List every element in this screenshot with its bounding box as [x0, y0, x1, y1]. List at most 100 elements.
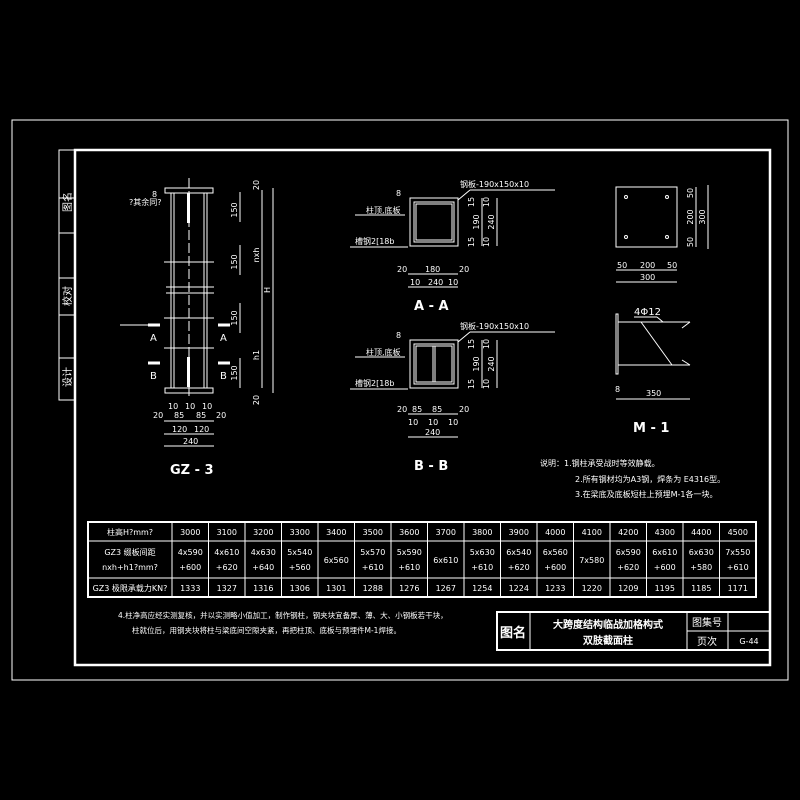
gz3-dim-b120r: 120 — [194, 425, 209, 434]
m1-dim-h300: 300 — [640, 273, 655, 282]
section-bb: 钢板-190x150x10 柱顶,底板 槽钢2[18b 8 15 15 190 … — [350, 321, 555, 474]
gz3-dim-b10c: 10 — [202, 402, 212, 411]
notes: 说明：1.钢柱承受战时等效静载。 2.所有钢材均为A3钢，焊条为 E4316型。… — [118, 458, 725, 635]
gz3-h1: h1 — [252, 350, 261, 360]
aa-bdim-20r: 20 — [459, 265, 469, 274]
cell-capacity: 1333 — [180, 584, 200, 593]
bb-thk: 8 — [396, 331, 401, 340]
bb-bdim-240: 240 — [425, 428, 440, 437]
cell-spacing: 4x630 — [251, 548, 276, 557]
cell-capacity: 1220 — [582, 584, 602, 593]
aa-bdim-10l: 10 — [410, 278, 420, 287]
bb-bdim-20l: 20 — [397, 405, 407, 414]
cell-height: 3000 — [180, 528, 200, 537]
bb-bdim-85r: 85 — [432, 405, 442, 414]
bb-title: B - B — [414, 459, 448, 474]
cell-capacity: 1316 — [253, 584, 273, 593]
bb-bdim-85l: 85 — [412, 405, 422, 414]
bb-dim-10b: 10 — [482, 379, 491, 389]
aa-bdim-20l: 20 — [397, 265, 407, 274]
cell-capacity: 1185 — [691, 584, 711, 593]
cell-spacing-extra: +620 — [216, 563, 238, 572]
m1-dim-v200: 200 — [686, 209, 695, 224]
m1-embed: 50 200 50 300 50 200 50 300 4Φ12 8 350 M… — [615, 185, 709, 436]
aa-thk: 8 — [396, 189, 401, 198]
cell-spacing: 6x540 — [506, 548, 531, 557]
cell-spacing: 4x590 — [178, 548, 203, 557]
cell-capacity: 1254 — [472, 584, 492, 593]
cell-capacity: 1267 — [436, 584, 456, 593]
aa-plate-label: 钢板-190x150x10 — [460, 179, 529, 189]
section-aa: 钢板-190x150x10 柱顶,底板 槽钢2[18b 8 15 15 190 … — [350, 179, 555, 314]
cell-spacing: 6x610 — [433, 556, 458, 565]
gz3-elevation: A A B B ?其余同? 8 150 150 150 150 20 nxh H… — [120, 178, 274, 478]
row-header-capacity: GZ3 极限承载力KN? — [93, 583, 168, 593]
title-block: 图名 大跨度结构临战加格构式 双肢截面柱 图集号 页次 G-44 — [496, 611, 771, 651]
cell-spacing-extra: +620 — [617, 563, 639, 572]
gz3-dim-b10a: 10 — [168, 402, 178, 411]
cell-spacing: 6x560 — [324, 556, 349, 565]
aa-title: A - A — [414, 299, 449, 314]
cell-height: 3500 — [363, 528, 383, 537]
aa-dim-15a: 15 — [467, 197, 476, 207]
gz3-dim-b20l: 20 — [153, 411, 163, 420]
row-header-formula: nxh+h1?mm? — [102, 563, 158, 572]
side-strip: 图名 校对 设计 — [58, 149, 76, 401]
side-drawing-name: 图名 — [61, 192, 74, 212]
section-mark-a-left: A — [150, 333, 157, 344]
aa-dim-10a: 10 — [482, 197, 491, 207]
title-line-2: 双肢截面柱 — [583, 634, 633, 647]
aa-dim-240: 240 — [487, 214, 496, 229]
gz3-top-gap: 20 — [252, 180, 261, 190]
gz3-dim-3: 150 — [230, 310, 239, 325]
cell-spacing-extra: +620 — [508, 563, 530, 572]
cell-spacing: 6x610 — [652, 548, 677, 557]
cell-height: 3700 — [436, 528, 456, 537]
m1-dim-v300: 300 — [698, 209, 707, 224]
cell-height: 3900 — [509, 528, 529, 537]
cell-capacity: 1306 — [290, 584, 310, 593]
bb-channel-label: 槽钢2[18b — [355, 378, 394, 388]
cell-height: 4400 — [691, 528, 711, 537]
cell-spacing: 5x590 — [397, 548, 422, 557]
section-mark-a-right: A — [220, 333, 227, 344]
cell-capacity: 1301 — [326, 584, 346, 593]
cell-height: 3200 — [253, 528, 273, 537]
cell-spacing: 7x580 — [579, 556, 604, 565]
inner-frame — [73, 148, 772, 667]
cell-height: 3400 — [326, 528, 346, 537]
bb-dim-10a: 10 — [482, 339, 491, 349]
gz3-dim-b120l: 120 — [172, 425, 187, 434]
gz3-dim-2: 150 — [230, 254, 239, 269]
bb-bdim-20r: 20 — [459, 405, 469, 414]
spec-table: 柱高H?mm? GZ3 缀板间距 nxh+h1?mm? GZ3 极限承载力KN?… — [87, 521, 757, 598]
cell-spacing-extra: +640 — [252, 563, 274, 572]
cell-height: 3800 — [472, 528, 492, 537]
cell-spacing-extra: +610 — [727, 563, 749, 572]
cell-spacing-extra: +610 — [362, 563, 384, 572]
aa-dim-15b: 15 — [467, 237, 476, 247]
cell-spacing: 5x570 — [360, 548, 385, 557]
cell-height: 4500 — [728, 528, 748, 537]
row-header-height: 柱高H?mm? — [107, 527, 153, 537]
gz3-nxh: nxh — [252, 248, 261, 263]
cell-capacity: 1171 — [728, 584, 748, 593]
title-line-1: 大跨度结构临战加格构式 — [553, 618, 663, 631]
cell-spacing: 6x560 — [543, 548, 568, 557]
section-mark-b-right: B — [220, 371, 227, 382]
aa-dim-190: 190 — [472, 214, 481, 229]
page-label: 页次 — [697, 635, 717, 648]
cell-spacing-extra: +600 — [179, 563, 201, 572]
gz3-dim-b20r: 20 — [216, 411, 226, 420]
bb-dim-190: 190 — [472, 356, 481, 371]
m1-dim-len: 350 — [646, 389, 661, 398]
gz3-dim-b85l: 85 — [174, 411, 184, 420]
aa-dim-10b: 10 — [482, 237, 491, 247]
cell-spacing: 5x630 — [470, 548, 495, 557]
aa-bdim-180: 180 — [425, 265, 440, 274]
side-checker: 校对 — [61, 286, 74, 306]
m1-title: M - 1 — [633, 421, 669, 436]
gz3-title: GZ - 3 — [170, 463, 214, 478]
cell-capacity: 1233 — [545, 584, 565, 593]
